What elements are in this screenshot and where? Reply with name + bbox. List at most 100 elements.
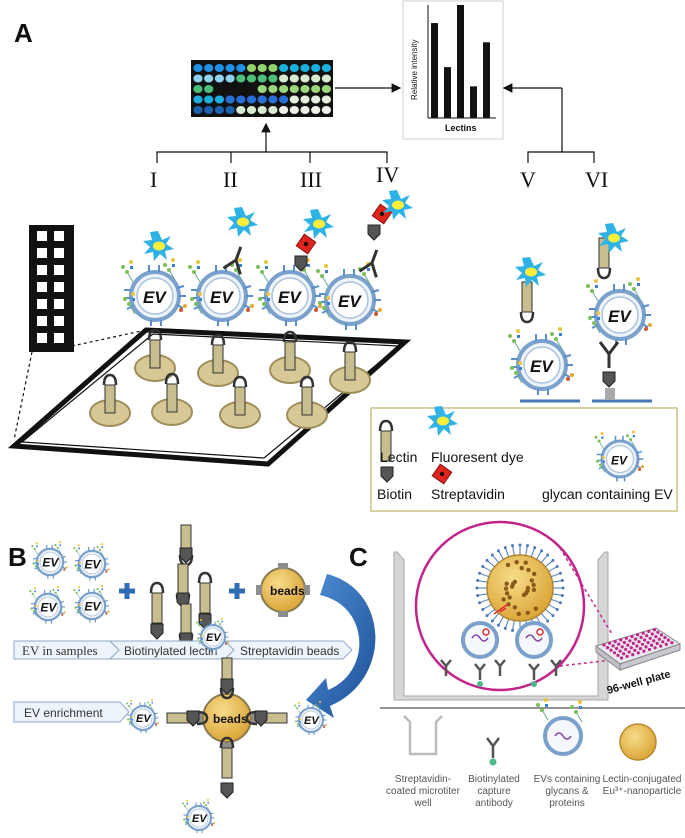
array-spot bbox=[193, 95, 203, 104]
array-spot bbox=[311, 64, 321, 72]
array-spot bbox=[193, 74, 203, 83]
slide-spot bbox=[54, 333, 64, 343]
step-ev-samples: EV in samples bbox=[22, 643, 98, 658]
legend-dye: Fluoresent dye bbox=[431, 449, 524, 465]
well-base-dots bbox=[477, 681, 537, 687]
ev-label: EV bbox=[136, 713, 152, 725]
bar bbox=[470, 86, 477, 118]
ev-label: EV bbox=[84, 557, 101, 571]
step-biotinylated-lectin: Biotinylated lectin bbox=[124, 644, 217, 658]
array-spot bbox=[225, 74, 235, 83]
array-spot bbox=[204, 64, 214, 72]
panel-b-label: B bbox=[8, 542, 27, 572]
array-spot bbox=[311, 74, 321, 83]
array-spot bbox=[268, 64, 278, 72]
array-spot bbox=[268, 85, 278, 93]
curved-arrow bbox=[306, 574, 376, 718]
bar bbox=[457, 5, 464, 118]
array-spot bbox=[311, 85, 321, 93]
slide-spot bbox=[37, 248, 47, 258]
array-spot bbox=[289, 74, 299, 83]
legend-streptavidin: Streptavidin bbox=[431, 486, 505, 502]
panel-a-label: A bbox=[14, 18, 33, 48]
plus-icon bbox=[119, 583, 135, 599]
slide-spot bbox=[54, 282, 64, 292]
assay-v-vi: EV EV bbox=[508, 223, 652, 403]
ev-label: EV bbox=[611, 453, 628, 467]
slide-spot bbox=[37, 333, 47, 343]
array-spot bbox=[204, 85, 214, 93]
roman-vi: VI bbox=[585, 167, 608, 192]
roman-v: V bbox=[520, 167, 536, 192]
slide-spot bbox=[37, 299, 47, 309]
array-spot bbox=[321, 74, 331, 83]
slide-spot bbox=[37, 316, 47, 326]
enriched-complex: beads EV EV EV EV bbox=[126, 618, 327, 833]
ev-label: EV bbox=[530, 357, 554, 376]
slide-icon bbox=[13, 225, 147, 441]
array-spot bbox=[225, 64, 235, 72]
array-spot bbox=[268, 74, 278, 83]
step-streptavidin-beads: Streptavidin beads bbox=[240, 644, 339, 658]
eu-nanoparticle bbox=[475, 543, 565, 633]
array-spot bbox=[300, 106, 310, 114]
array-spot bbox=[279, 95, 289, 104]
array-spot bbox=[246, 74, 257, 83]
array-spot bbox=[236, 95, 246, 104]
panel-c-label: C bbox=[349, 542, 368, 572]
plate-label: 96-well plate bbox=[606, 668, 672, 697]
streptavidin-bead: beads bbox=[256, 563, 310, 617]
array-spot bbox=[236, 106, 246, 114]
ev-label: EV bbox=[42, 555, 59, 569]
ev-row: EV EV EV EV bbox=[121, 190, 413, 330]
array-spot bbox=[279, 74, 289, 83]
legend-lectin: Lectin bbox=[380, 449, 417, 465]
ev-label: EV bbox=[210, 288, 234, 307]
ev-label: EV bbox=[608, 307, 632, 326]
array-spot bbox=[279, 64, 289, 72]
step-ev-enrichment: EV enrichment bbox=[24, 706, 103, 720]
ev-label: EV bbox=[192, 813, 208, 825]
ev-label: EV bbox=[40, 600, 57, 614]
array-spot bbox=[268, 95, 278, 104]
array-spot bbox=[300, 64, 310, 72]
slide-spot bbox=[54, 231, 64, 241]
chart-xlabel: Lectins bbox=[445, 123, 477, 133]
array-spot bbox=[268, 106, 278, 114]
array-spot bbox=[214, 64, 224, 72]
zoom-circle bbox=[414, 520, 613, 692]
array-spot bbox=[279, 106, 289, 114]
array-spot bbox=[246, 95, 257, 104]
slide-spot bbox=[37, 282, 47, 292]
array-spot bbox=[321, 85, 331, 93]
array-spot bbox=[214, 95, 224, 104]
array-spot bbox=[311, 95, 321, 104]
lectin-spots bbox=[89, 328, 371, 429]
ev-label: EV bbox=[304, 715, 320, 727]
array-spot bbox=[225, 95, 235, 104]
panel-a-legend: Lectin Fluoresent dye Biotin Streptavidi… bbox=[370, 406, 678, 512]
slide-spot bbox=[37, 265, 47, 275]
array-spot bbox=[193, 85, 203, 93]
array-spot bbox=[289, 95, 299, 104]
connector-lines bbox=[156, 83, 595, 163]
legend-glycan-ev: glycan containing EV bbox=[542, 486, 673, 502]
array-spot bbox=[214, 106, 224, 114]
array-spot bbox=[193, 106, 203, 114]
bead-label: beads bbox=[270, 584, 305, 598]
array-spot bbox=[204, 106, 214, 114]
array-spot bbox=[257, 64, 267, 72]
step-chevrons: EV in samples Biotinylated lectin Strept… bbox=[13, 640, 353, 660]
array-spot bbox=[321, 64, 331, 72]
slide-spot bbox=[54, 299, 64, 309]
bar bbox=[483, 42, 490, 118]
ev-label: EV bbox=[143, 288, 167, 307]
roman-iv: IV bbox=[376, 162, 399, 187]
array-spot bbox=[204, 95, 214, 104]
enrichment-chevron: EV enrichment bbox=[13, 701, 130, 723]
